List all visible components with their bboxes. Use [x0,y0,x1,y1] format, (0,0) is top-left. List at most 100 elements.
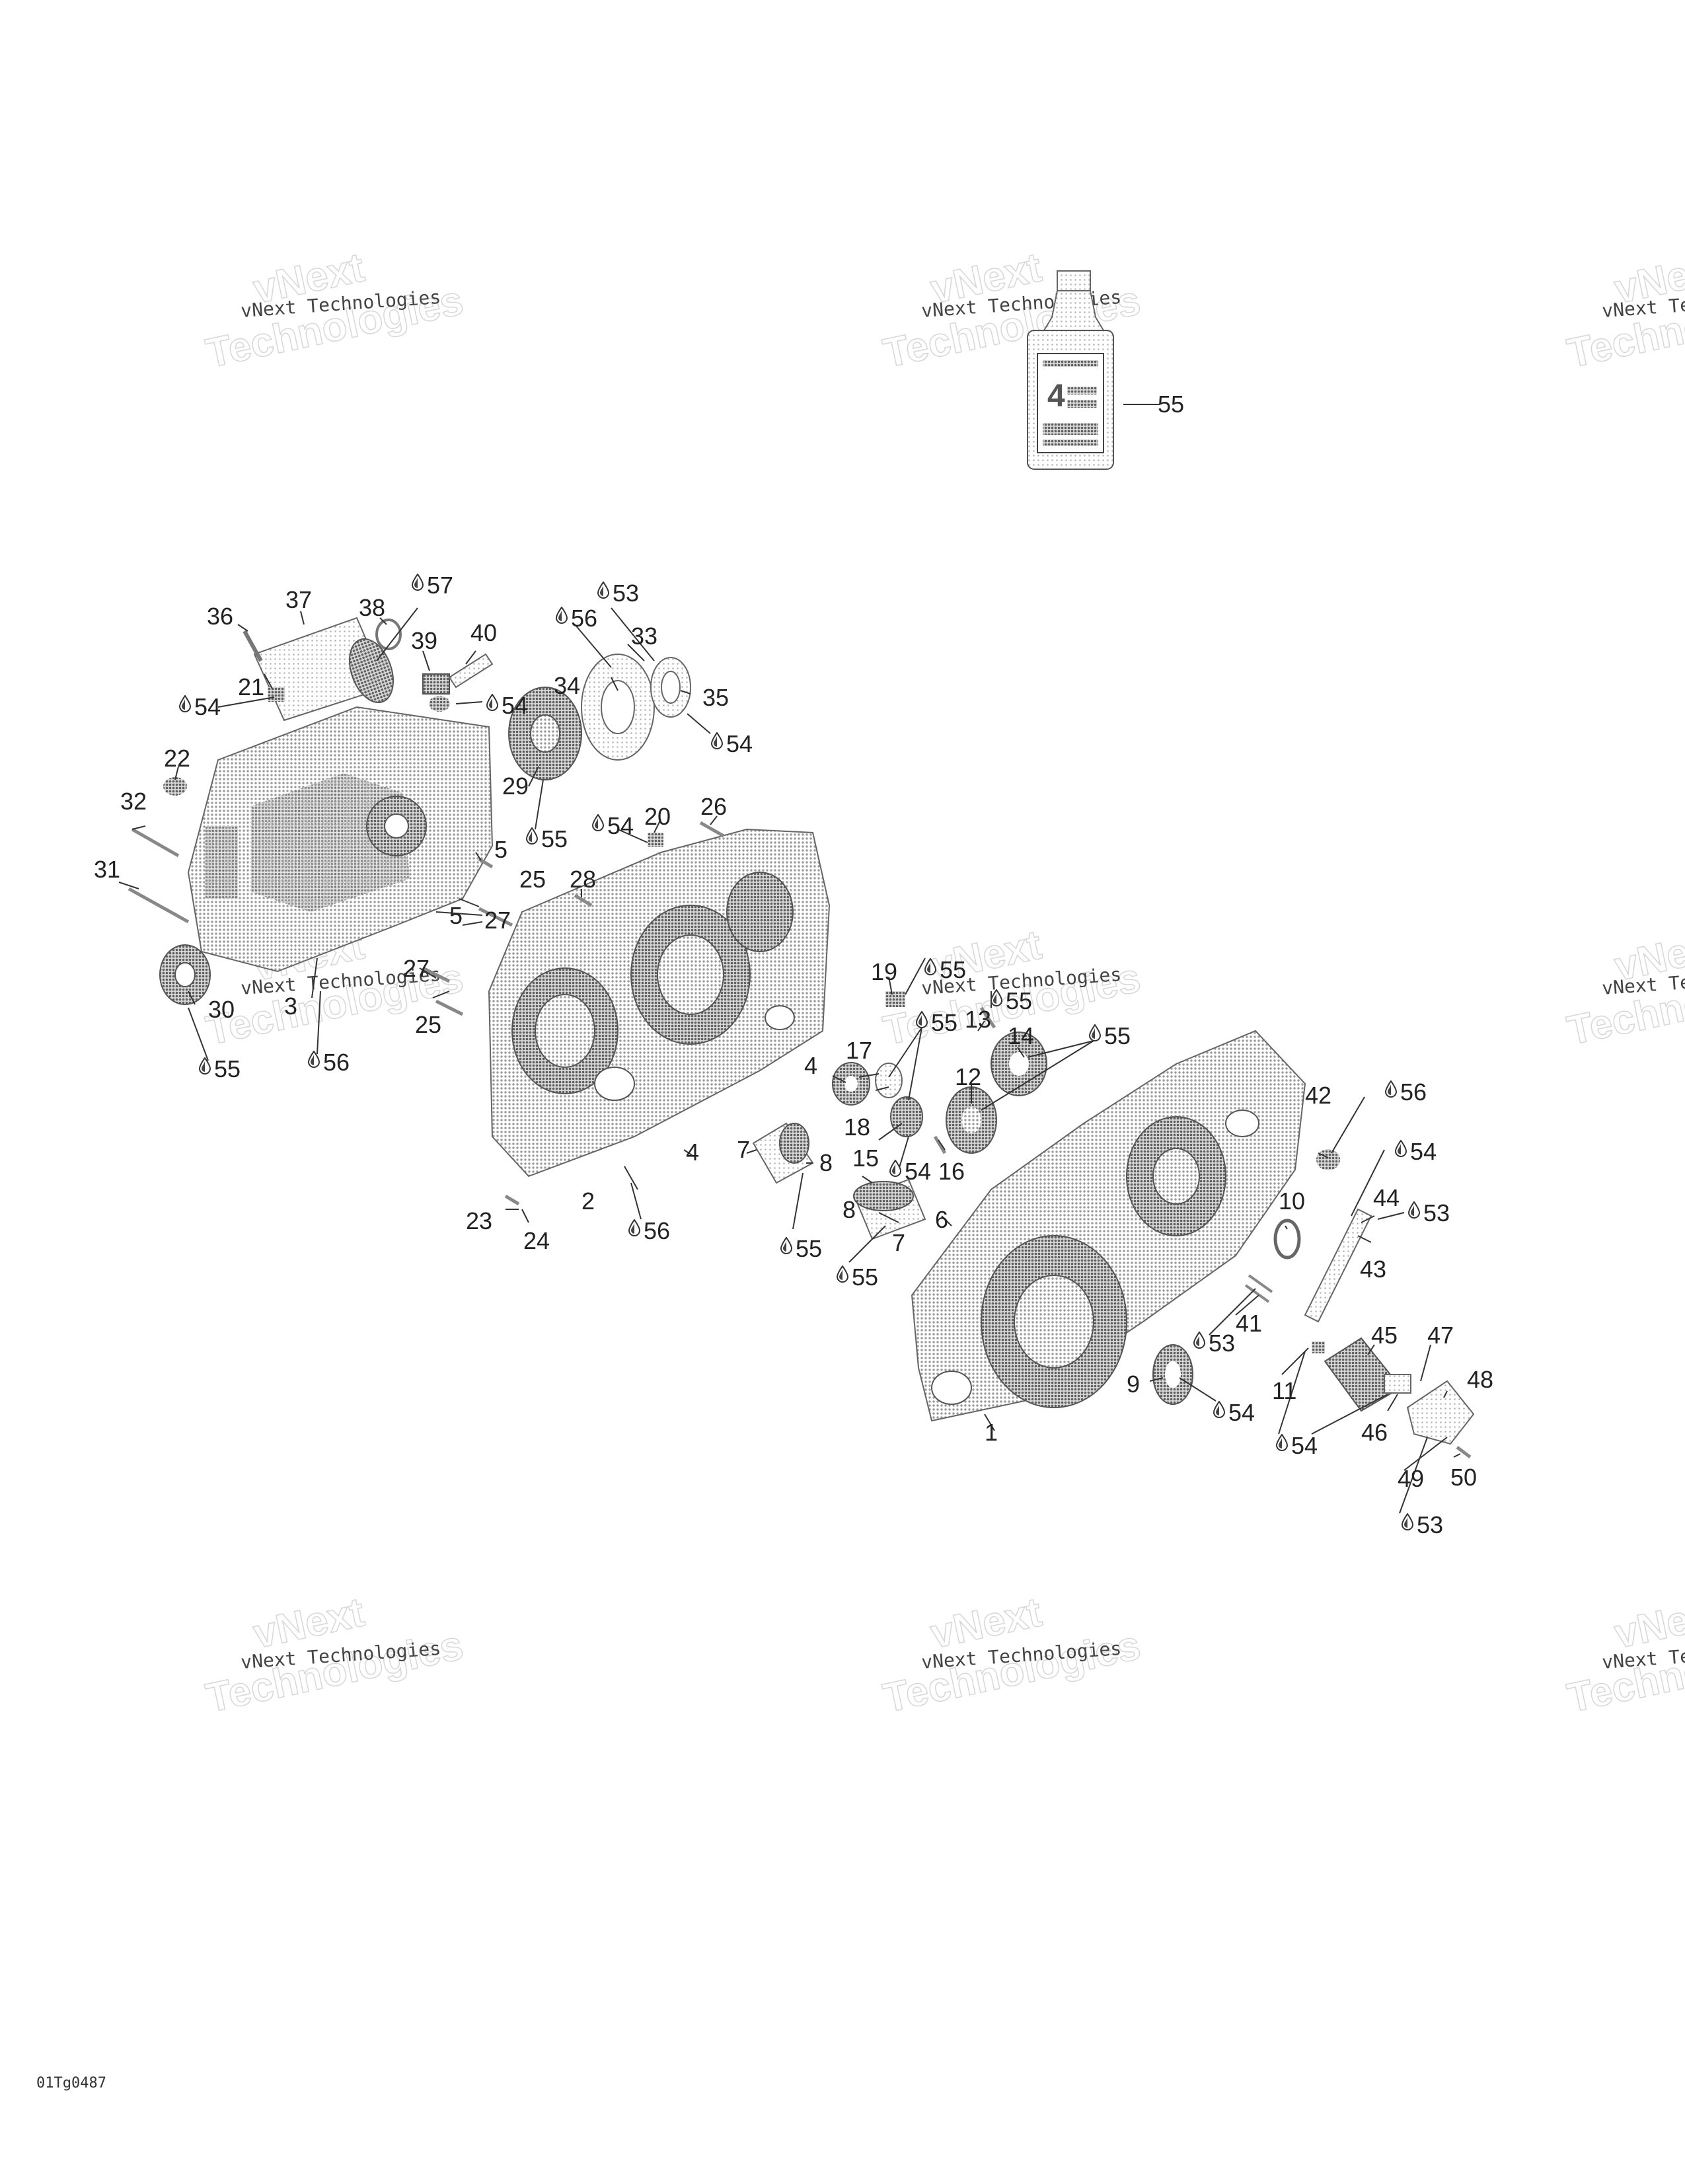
bearing-part-17 [832,1062,870,1106]
callout-20: 20 [644,803,671,830]
oil-drop-icon [1408,1201,1420,1219]
svg-text:53: 53 [1209,1330,1235,1357]
callout-11: 11 [1272,1377,1296,1404]
lube-callout-22: 54 [1213,1399,1255,1426]
lube-callout-20: 53 [1408,1199,1450,1226]
screw-part-20 [648,833,663,847]
sensor-part-40 [422,653,494,712]
callout-4b: 4 [686,1139,699,1166]
oil-drop-icon [526,827,538,845]
pin-part-13 [979,1006,996,1029]
watermark-9: vNext Technologies [1563,1589,1685,1722]
callout-8a: 8 [819,1149,833,1176]
callout-13: 13 [965,1006,991,1033]
svg-text:55: 55 [541,825,568,852]
callout-18: 18 [844,1113,870,1141]
lube-callout-13: 55 [1089,1022,1131,1049]
gear-part-29 [508,687,582,780]
bearing-part-7-lower [853,1178,926,1240]
svg-text:57: 57 [427,572,453,599]
svg-text:54: 54 [905,1158,931,1185]
callout-34: 34 [554,672,580,699]
lube-callout-5: 54 [486,692,528,719]
fitting-part-22 [163,777,187,796]
svg-text:4: 4 [1047,379,1065,414]
callout-40: 40 [470,619,497,646]
svg-text:56: 56 [571,605,597,632]
lube-callout-16: 55 [780,1235,822,1262]
bearing-part-14 [991,1032,1047,1096]
svg-text:55: 55 [852,1263,878,1291]
callout-25b: 25 [415,1011,441,1038]
plug-part-42 [1316,1149,1340,1170]
callout-1: 1 [985,1419,998,1446]
svg-text:53: 53 [1423,1199,1450,1226]
svg-text:54: 54 [194,693,221,720]
screw-part-19 [885,991,905,1007]
oil-bottle-part-55: 4 [1027,270,1114,470]
lube-callout-17: 55 [837,1263,878,1291]
gasket-part-44 [1304,1208,1372,1323]
callout-27b: 27 [403,955,430,982]
callout-44: 44 [1373,1184,1400,1211]
callout-45: 45 [1371,1322,1398,1349]
svg-text:55: 55 [1104,1022,1131,1049]
oil-drop-icon [780,1237,792,1254]
bolt-part-23 [504,1194,520,1206]
callout-33: 33 [631,622,657,650]
lube-callout-3: 56 [556,605,597,632]
lube-callout-15: 56 [628,1217,670,1244]
oil-drop-icon [179,695,191,712]
seal-part-9 [1152,1344,1193,1405]
callout-16: 16 [938,1158,965,1185]
oil-drop-icon [1089,1024,1101,1041]
bolt-part-26 [699,821,725,838]
callout-19: 19 [871,958,897,985]
callout-47: 47 [1427,1322,1454,1349]
figure-code: 01Tg0487 [36,2075,106,2091]
oil-drop-icon [1395,1140,1407,1157]
callout-2: 2 [581,1187,595,1215]
oil-drop-icon [597,582,609,599]
pin-part-16 [933,1135,947,1154]
starter-part-37 [253,617,394,722]
oil-drop-icon [1193,1332,1205,1349]
lube-callout-19: 54 [1395,1138,1437,1165]
oil-drop-icon [837,1265,848,1283]
seal-part-35 [650,657,691,718]
svg-text:53: 53 [613,580,639,607]
svg-text:54: 54 [502,692,528,719]
dowel-pins [422,857,593,1016]
lube-callout-18: 56 [1385,1078,1427,1106]
callout-43: 43 [1360,1256,1386,1283]
callout-30: 30 [208,996,235,1023]
lube-callout-8: 54 [592,812,634,839]
oil-drop-icon [592,814,604,831]
callout-3: 3 [284,993,297,1020]
leader-lines [118,607,1461,1514]
fitting-part-21 [268,687,285,702]
svg-text:56: 56 [1400,1078,1427,1106]
lube-callout-9: 55 [199,1055,241,1082]
oil-drop-icon [628,1219,640,1236]
oil-drop-icon [1385,1080,1397,1098]
callout-5a: 5 [494,836,507,863]
callout-31: 31 [94,856,120,883]
oil-drop-icon [412,574,424,591]
callout-10: 10 [1279,1187,1305,1215]
left-cover-part-3 [187,706,494,973]
svg-text:55: 55 [214,1055,241,1082]
svg-text:54: 54 [1228,1399,1255,1426]
oil-drop-icon [711,732,723,749]
callout-7a: 7 [737,1136,750,1163]
callout-5b: 5 [449,902,463,929]
callout-48: 48 [1467,1366,1493,1393]
lube-callout-21: 53 [1193,1330,1235,1357]
lube-callout-24: 53 [1402,1511,1443,1538]
callout-27a: 27 [484,907,511,934]
lube-callout-11: 55 [924,956,966,983]
shaft-part-45 [1324,1337,1411,1412]
bolt-part-36 [243,630,263,662]
